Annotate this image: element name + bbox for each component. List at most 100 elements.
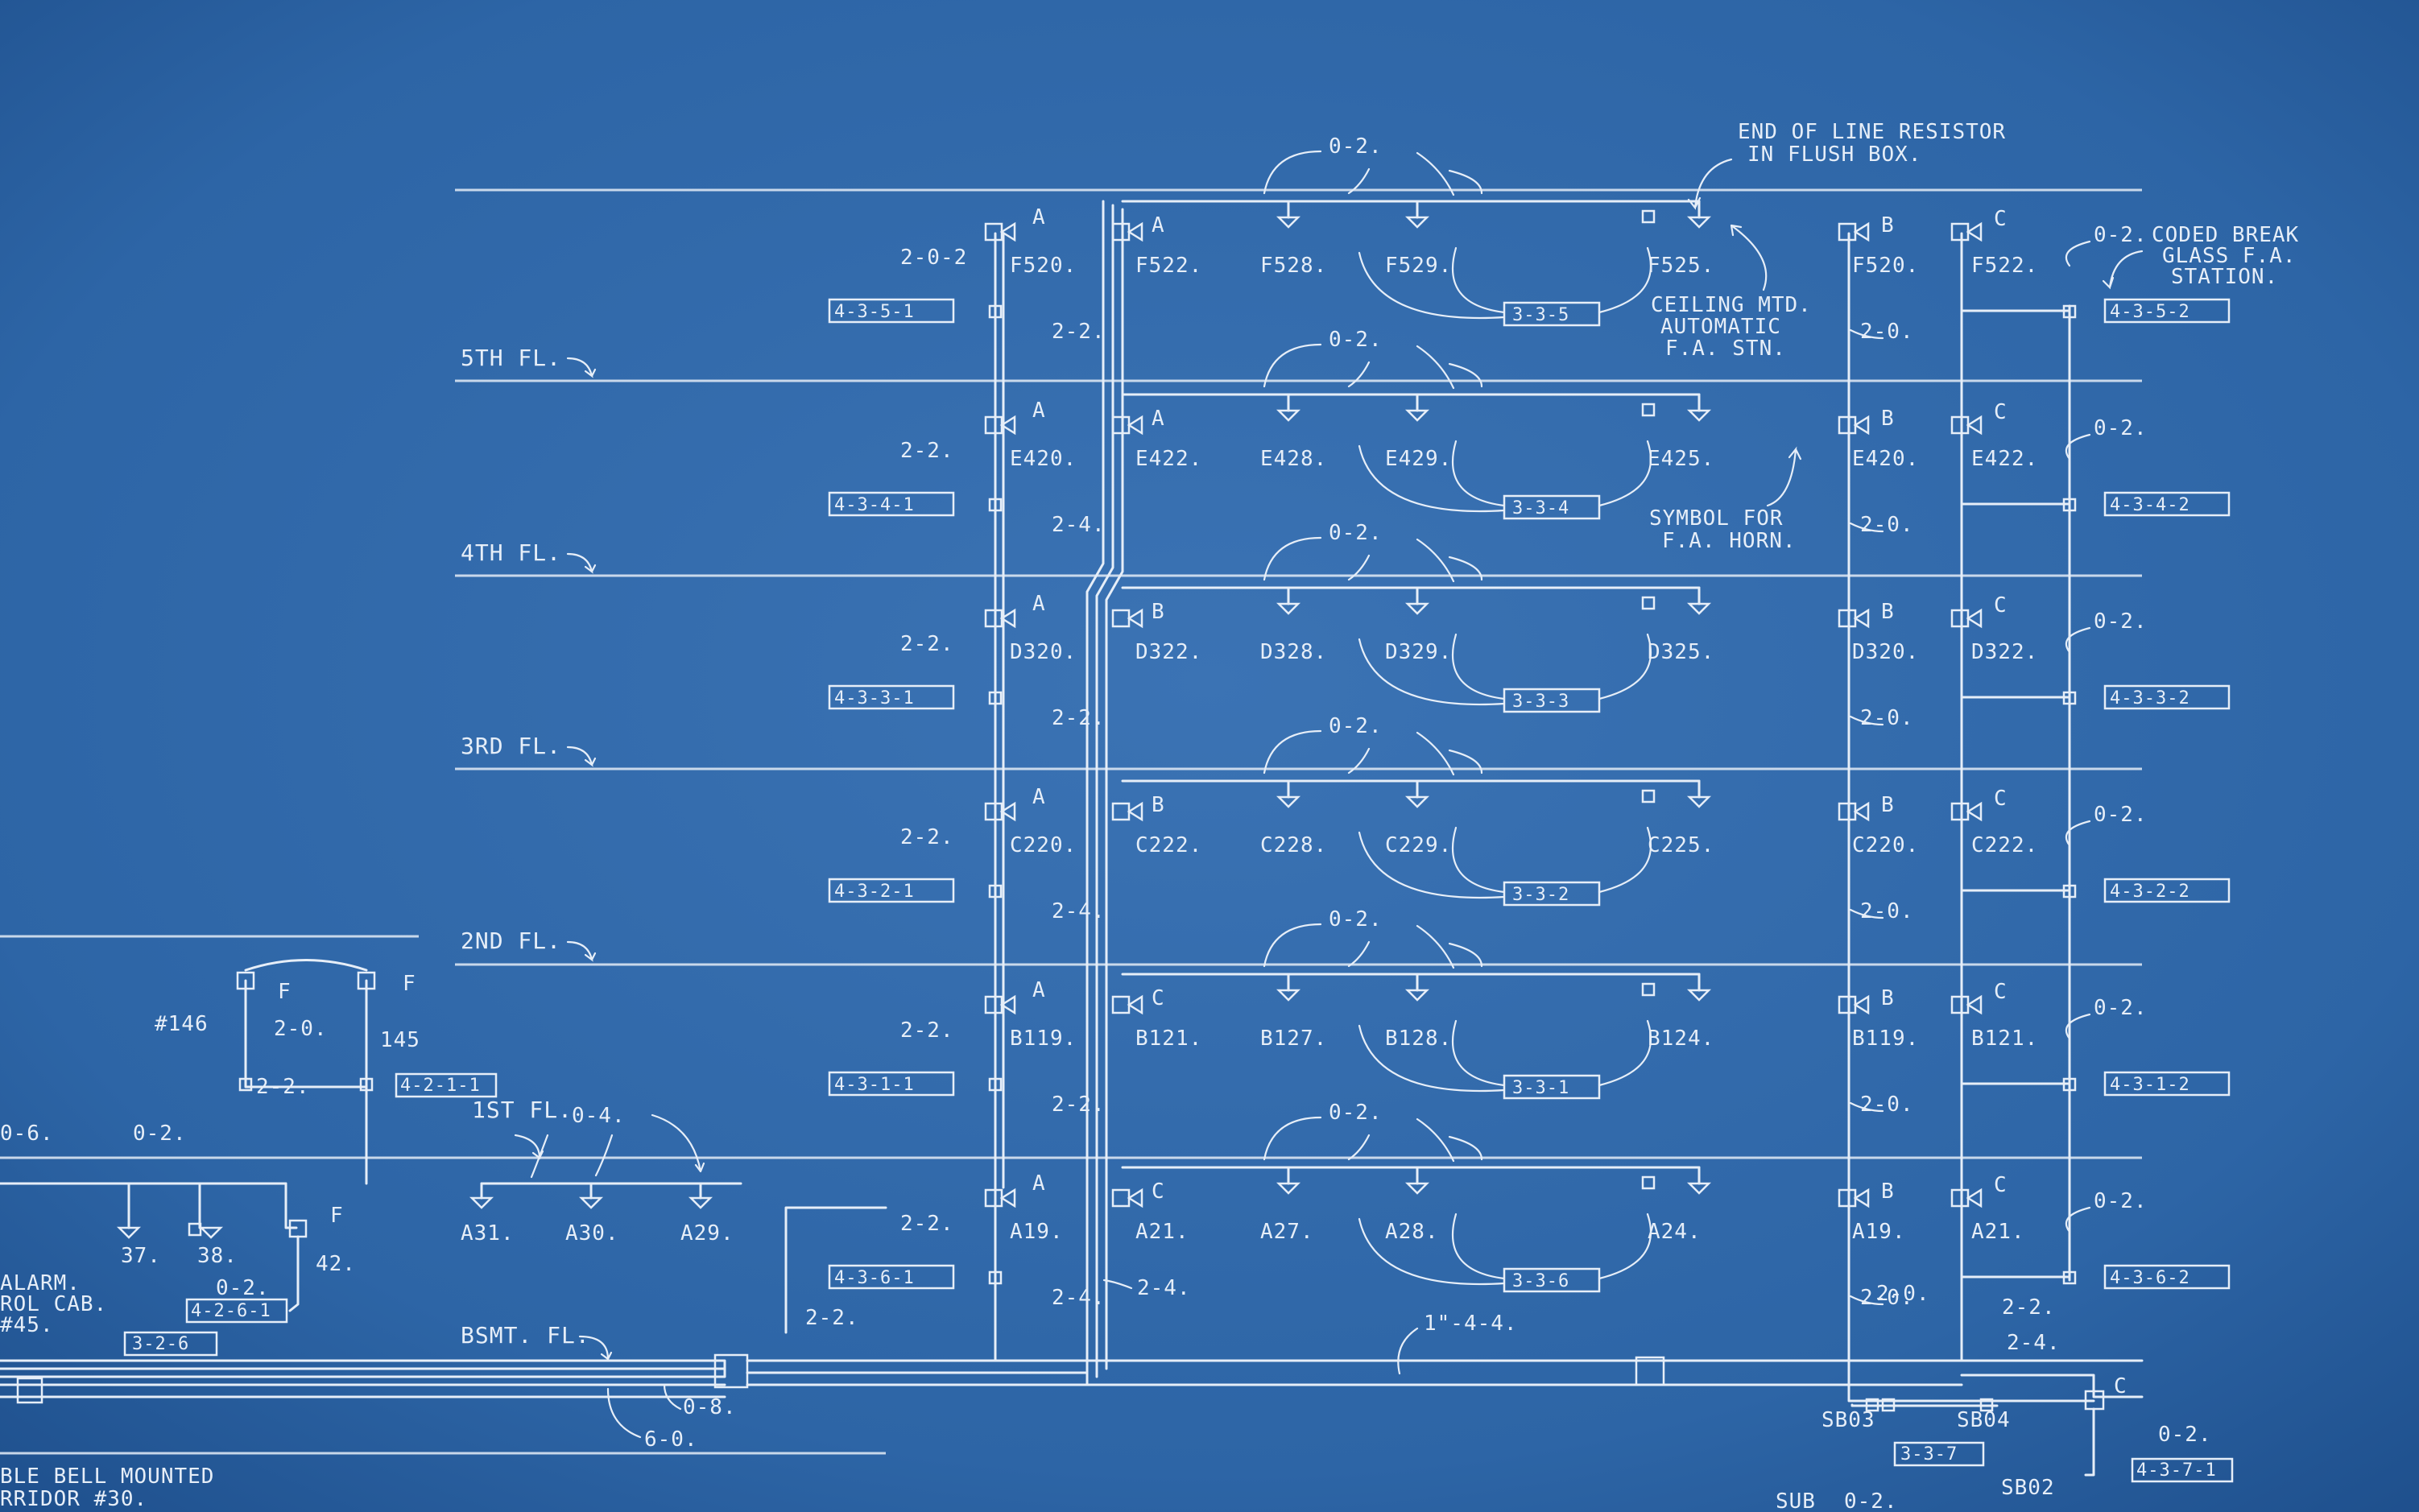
- group-tag-leaders-0: [1358, 246, 1652, 320]
- right-col-wire-1: 0-2.: [2094, 416, 2148, 440]
- left-tag-2: 4-3-3-1: [834, 688, 915, 708]
- left-f2: F: [403, 972, 416, 996]
- annotations: END OF LINE RESISTOR IN FLUSH BOX. CEILI…: [0, 120, 2299, 1512]
- group-tag-box-5: [1503, 1267, 1601, 1293]
- left-wire02b: 0-2.: [216, 1276, 270, 1300]
- left-tag-0: 4-3-5-1: [834, 302, 915, 322]
- label-d1-3: C228.: [1260, 833, 1327, 857]
- letter-c-0: C: [1994, 207, 2008, 231]
- detector-4-1: [1404, 989, 1430, 1002]
- detector-5-1: [1404, 1182, 1430, 1195]
- right-node-5: [2062, 1270, 2077, 1285]
- station-col2-5-horn: [1127, 1188, 1143, 1208]
- label-d2-3: C229.: [1385, 833, 1452, 857]
- label-d1-5: A27.: [1260, 1220, 1314, 1244]
- detector-0-1: [1404, 216, 1430, 229]
- right-leaders-1: [1849, 433, 2091, 533]
- group-tag-box-3: [1503, 881, 1601, 907]
- label-col2-3: C222.: [1135, 833, 1202, 857]
- letter-a-2: A: [1032, 592, 1046, 616]
- left-node-5: [988, 1270, 1003, 1285]
- left-tag-box-4: [828, 1071, 955, 1097]
- right-tag-1: 4-3-4-2: [2110, 495, 2190, 515]
- group-tag-box-4: [1503, 1074, 1601, 1100]
- right-tag-box-4: [2103, 1071, 2231, 1097]
- letter-col2-2: B: [1152, 600, 1165, 624]
- floor-row-1: [828, 343, 2231, 533]
- right-tag-box-5: [2103, 1264, 2231, 1290]
- left-node-3: [988, 884, 1003, 899]
- first-floor-s2: A30.: [565, 1221, 619, 1246]
- group-tag-leaders-3: [1358, 826, 1652, 899]
- letter-b-3: B: [1881, 793, 1895, 817]
- bc-wire-0: 2-0.: [1860, 320, 1914, 344]
- a-wire-0: 2-0-2: [900, 246, 967, 270]
- letter-c-5: C: [1994, 1173, 2008, 1197]
- detector-5-0: [1276, 1182, 1301, 1195]
- group-tag-leaders-2: [1358, 633, 1652, 706]
- top-wire-curves-0: [1263, 150, 1483, 196]
- eol-0: [1641, 209, 1656, 224]
- left-tag-box-0: [828, 298, 955, 324]
- station-a-0-horn: [999, 221, 1016, 242]
- a-wire-3: 2-2.: [900, 825, 954, 849]
- label-c-2: D322.: [1971, 640, 2038, 664]
- letter-c-3: C: [1994, 787, 2008, 811]
- note-end-of-line-2: IN FLUSH BOX.: [1747, 143, 1922, 167]
- floor-labels: 5TH FL. 4TH FL. 3RD FL. 2ND FL. 1ST FL. …: [461, 345, 613, 1361]
- risers: [994, 200, 2071, 1386]
- left-tag-4: 4-3-1-1: [834, 1075, 915, 1095]
- bsmt-w6: 2-2.: [2002, 1295, 2056, 1320]
- station-c-0-horn: [1966, 221, 1983, 242]
- group-tag-5: 3-3-6: [1512, 1271, 1569, 1291]
- label-c-1: E422.: [1971, 447, 2038, 471]
- label-b-2: D320.: [1852, 640, 1919, 664]
- right-tag-box-2: [2103, 684, 2231, 710]
- station-a-3-horn: [999, 801, 1016, 822]
- label-b-0: F520.: [1852, 254, 1919, 278]
- right-leaders-0: [1849, 240, 2091, 340]
- left-f1: F: [278, 980, 292, 1004]
- top-wire-curves-4: [1263, 923, 1483, 969]
- right-node-3: [2062, 884, 2077, 899]
- right-tag-5: 4-3-6-2: [2110, 1268, 2190, 1288]
- group-tag-leaders-5: [1358, 1212, 1652, 1286]
- note-coded-1: CODED BREAK: [2152, 223, 2299, 247]
- left-node-2: [988, 691, 1003, 705]
- a-wire-5: 2-2.: [900, 1212, 954, 1236]
- left-tag-3: 4-3-2-1: [834, 882, 915, 902]
- top-wire-1: 0-2.: [1329, 328, 1383, 352]
- bsmt-w5: 2-4.: [1137, 1276, 1191, 1300]
- right-leaders-2: [1849, 626, 2091, 726]
- v2-wire-4: 2-2.: [1052, 1093, 1106, 1117]
- label-a-3: C220.: [1010, 833, 1077, 857]
- bsmt-w2: 0-8.: [683, 1395, 737, 1419]
- bsmt-w4: 2-2.: [805, 1306, 859, 1330]
- station-b-4-horn: [1853, 994, 1870, 1015]
- letter-a-1: A: [1032, 399, 1046, 423]
- bc-wire-4: 2-0.: [1860, 1093, 1914, 1117]
- left-wire20: 2-0.: [274, 1017, 328, 1041]
- label-d2-0: F529.: [1385, 254, 1452, 278]
- note-alarm-3: #45.: [0, 1313, 54, 1337]
- letter-b-5: B: [1881, 1179, 1895, 1204]
- right-col-wire-3: 0-2.: [2094, 803, 2148, 827]
- station-a-2-horn: [999, 608, 1016, 629]
- left-wire02: 0-2.: [133, 1122, 187, 1146]
- right-col-wire-0: 0-2.: [2094, 223, 2148, 247]
- left-node-0: [988, 304, 1003, 319]
- label-a-1: E420.: [1010, 447, 1077, 471]
- eol-5: [1641, 1175, 1656, 1190]
- left-146: #146: [155, 1012, 209, 1036]
- bc-wire-5: 2-0.: [1860, 1286, 1914, 1310]
- detector-2-0: [1276, 602, 1301, 615]
- detector-5-2: [1686, 1182, 1712, 1195]
- label-b-1: E420.: [1852, 447, 1919, 471]
- station-b-3-horn: [1853, 801, 1870, 822]
- label-col2-0: F522.: [1135, 254, 1202, 278]
- right-tag-2: 4-3-3-2: [2110, 688, 2190, 708]
- left-wire06: 0-6.: [0, 1122, 54, 1146]
- floor-label-1: 1ST FL.: [472, 1097, 573, 1123]
- floor-label-5: 5TH FL.: [461, 345, 561, 371]
